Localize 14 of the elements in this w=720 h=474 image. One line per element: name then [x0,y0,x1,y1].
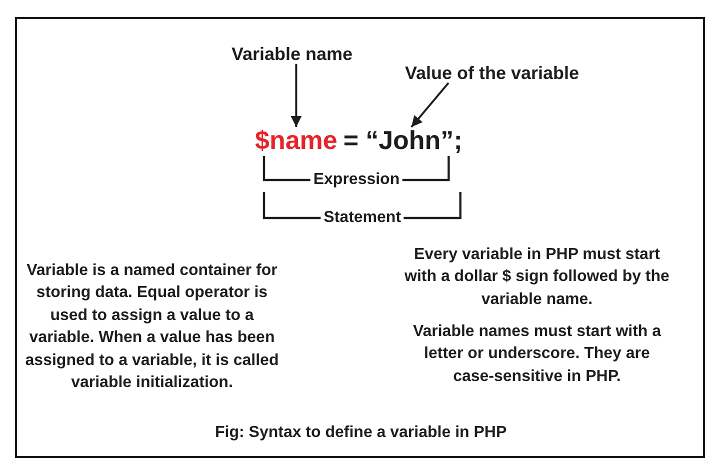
code-string: “John” [366,127,454,154]
arrow [410,82,450,128]
bracket-label: Statement [324,210,402,226]
equals-operator: = [343,127,359,154]
annotation-label: Variable name [232,45,353,64]
figure-caption: Fig: Syntax to define a variable in PHP [215,423,507,442]
description-text: Variable names must start with a letter or underscore. They are case-sensitive in PHP. [412,322,662,387]
bracket-label: Expression [313,172,400,188]
arrow [290,64,302,127]
annotation-label: Value of the variable [405,64,580,83]
description-text: Variable is a named container for storing data. Equal operator is used to assign a value to a variable. When a value has been assigned to a variable, it is called variable initialization. [24,261,280,393]
description-text: Every variable in PHP must start with a dollar $ sign followed by the variable name. [404,245,670,310]
semicolon: ; [454,127,462,154]
code-variable: $name [255,127,338,154]
